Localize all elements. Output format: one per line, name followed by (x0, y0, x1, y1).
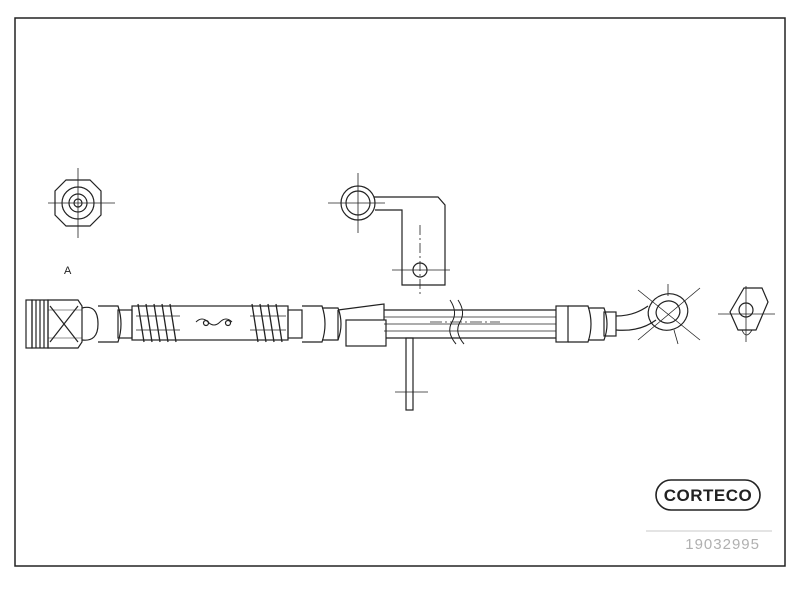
corteco-logo (655, 479, 761, 511)
brand-logo-text: CORTECO (664, 486, 753, 505)
fitting-end-view (48, 168, 115, 238)
banjo-fitting (637, 284, 701, 345)
brake-hose-assembly (25, 299, 657, 411)
view-label: A (64, 265, 72, 277)
mounting-bracket (328, 173, 450, 295)
clip-detail (718, 286, 775, 342)
drawing-frame (14, 17, 786, 567)
part-number: 19032995 (685, 536, 760, 553)
